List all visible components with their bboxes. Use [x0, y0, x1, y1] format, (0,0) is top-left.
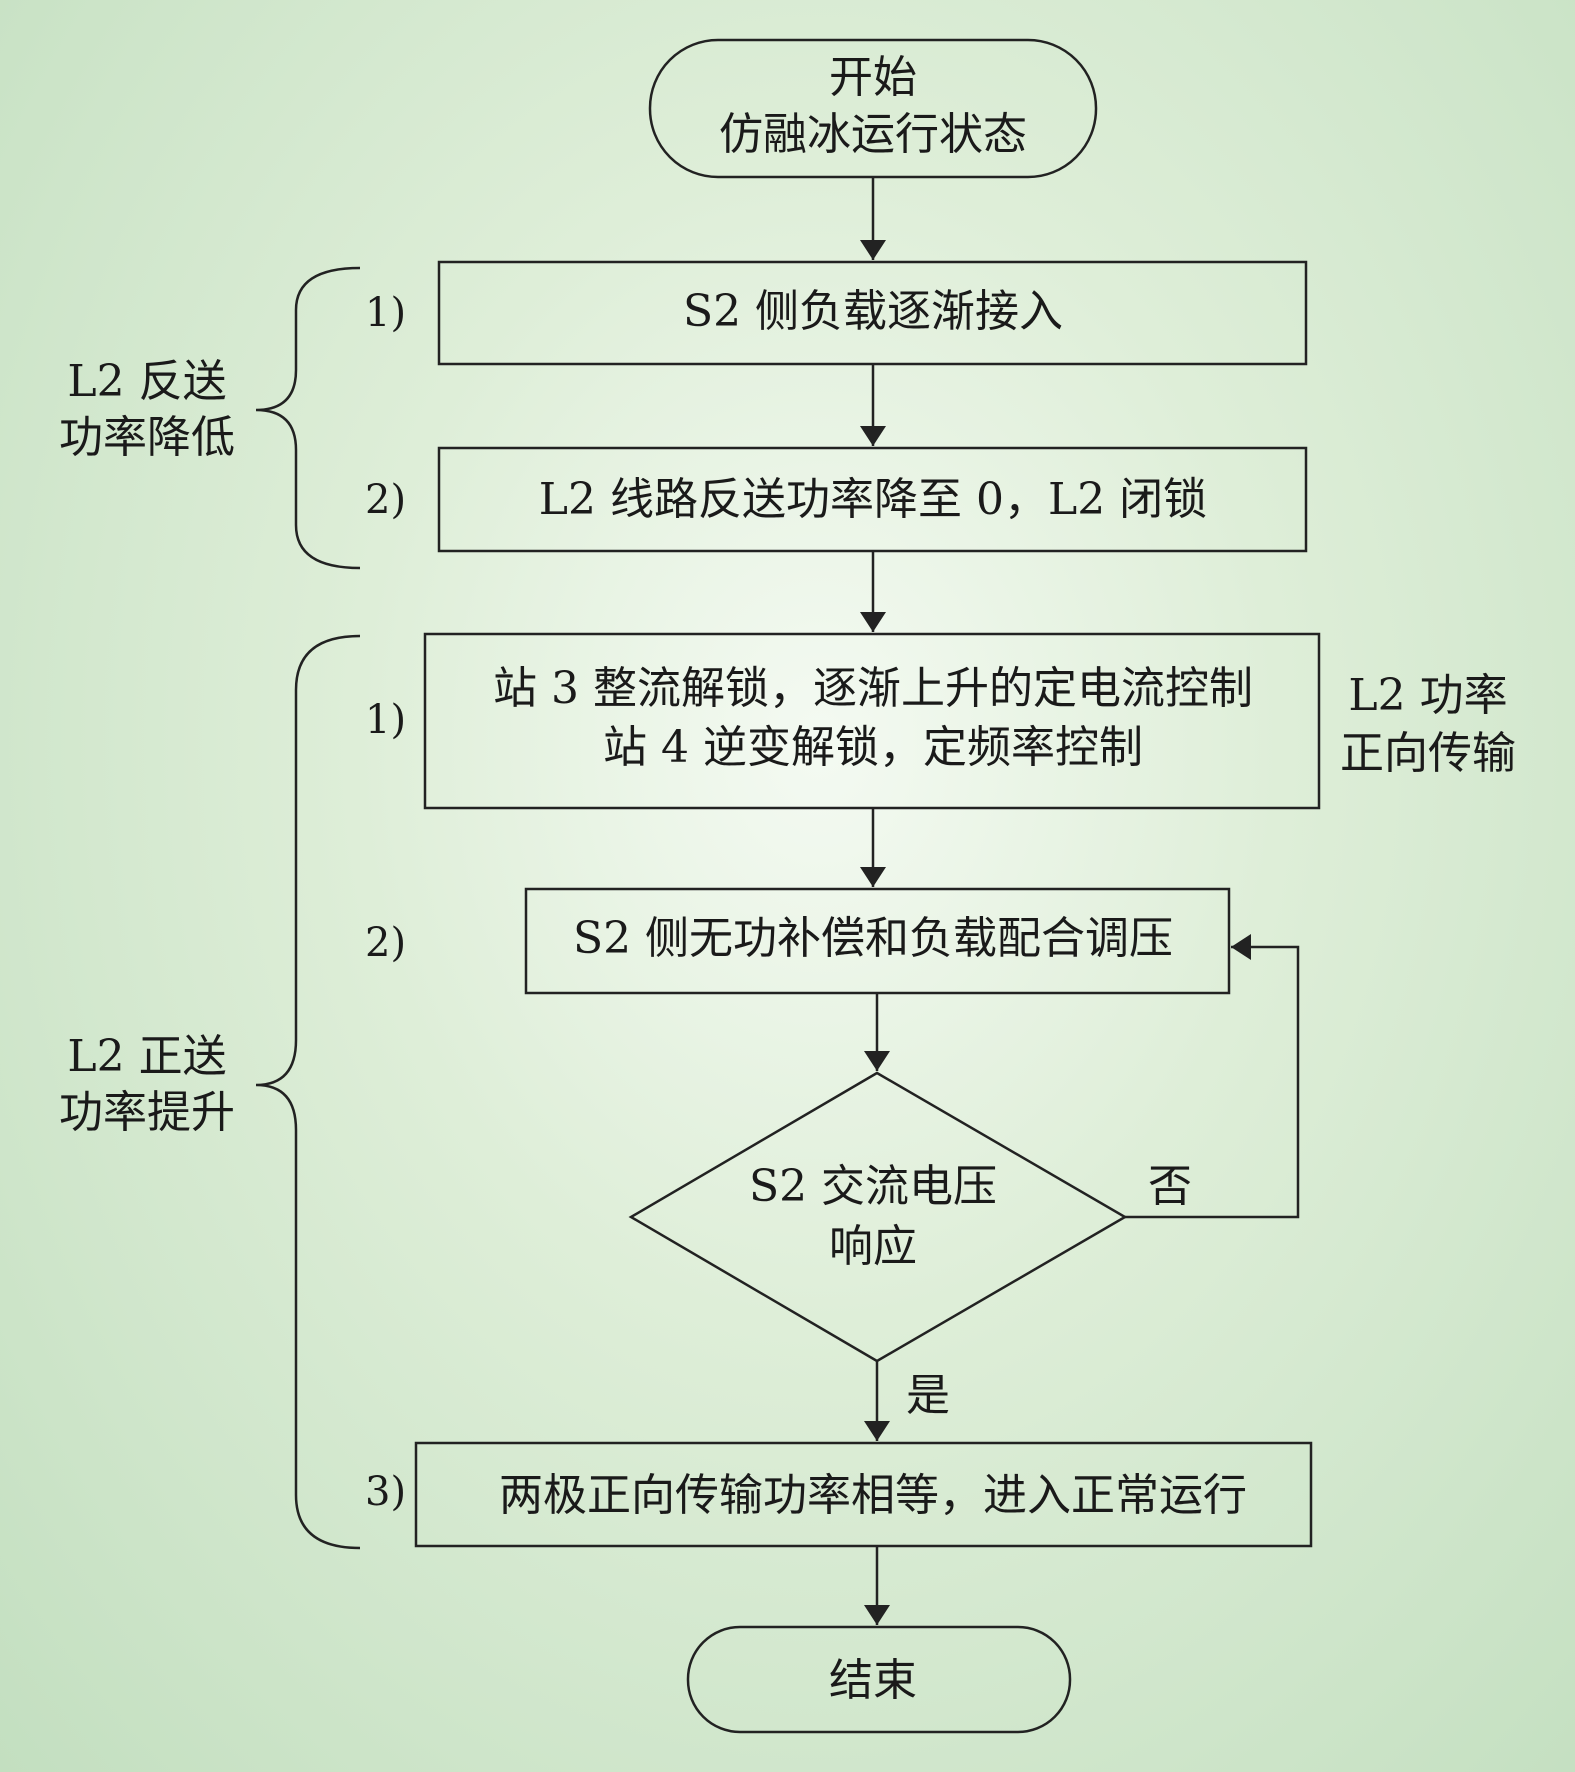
phase1-brace: [255, 266, 361, 570]
phase2-step1-text-line1: 站 3 整流解锁，逐渐上升的定电流控制: [493, 663, 1253, 714]
phase1-label-line2: 功率降低: [59, 412, 235, 463]
phase2-step2-box: S2 侧无功补偿和负载配合调压: [524, 887, 1231, 995]
phase2-step2-number: 2): [365, 920, 406, 966]
phase2-step3-box: 两极正向传输功率相等，进入正常运行: [414, 1441, 1313, 1548]
phase2-side-label-line2: 正向传输: [1340, 728, 1516, 779]
decision-no-label: 否: [1148, 1161, 1192, 1212]
phase2-step1-box: 站 3 整流解锁，逐渐上升的定电流控制 站 4 逆变解锁，定频率控制: [423, 632, 1321, 810]
decision-label-line1: S2 交流电压: [749, 1161, 997, 1212]
phase1-step1-text: S2 侧负载逐渐接入: [683, 286, 1063, 337]
end-terminator: 结束: [686, 1625, 1072, 1734]
phase2-step3-text: 两极正向传输功率相等，进入正常运行: [499, 1470, 1247, 1521]
decision-yes-label: 是: [906, 1370, 950, 1421]
decision-diamond: S2 交流电压 响应: [628, 1071, 1128, 1363]
phase2-step2-text: S2 侧无功补偿和负载配合调压: [573, 913, 1173, 964]
start-label-line1: 开始: [829, 52, 917, 103]
phase2-step1-number: 1): [365, 697, 406, 743]
phase1-label-line1: L2 反送: [67, 356, 226, 407]
phase1-step1-box: S2 侧负载逐渐接入: [437, 260, 1308, 366]
phase1-step2-text: L2 线路反送功率降至 0，L2 闭锁: [539, 474, 1207, 525]
phase2-step3-number: 3): [365, 1469, 406, 1515]
phase1-step2-number: 2): [365, 477, 406, 523]
phase2-side-label-line1: L2 功率: [1348, 670, 1507, 721]
phase1-step1-number: 1): [365, 290, 406, 336]
phase2-label-line1: L2 正送: [67, 1031, 226, 1082]
phase2-label-line2: 功率提升: [59, 1087, 235, 1138]
start-label-line2: 仿融冰运行状态: [719, 109, 1027, 160]
arrow-decision-no-loop: [1125, 934, 1300, 1219]
phase1-step2-box: L2 线路反送功率降至 0，L2 闭锁: [437, 446, 1308, 553]
phase2-step1-text-line2: 站 4 逆变解锁，定频率控制: [603, 722, 1143, 773]
decision-label-line2: 响应: [829, 1221, 917, 1272]
start-terminator: 开始 仿融冰运行状态: [648, 38, 1098, 179]
phase2-brace: [255, 634, 361, 1550]
end-label: 结束: [829, 1655, 917, 1706]
